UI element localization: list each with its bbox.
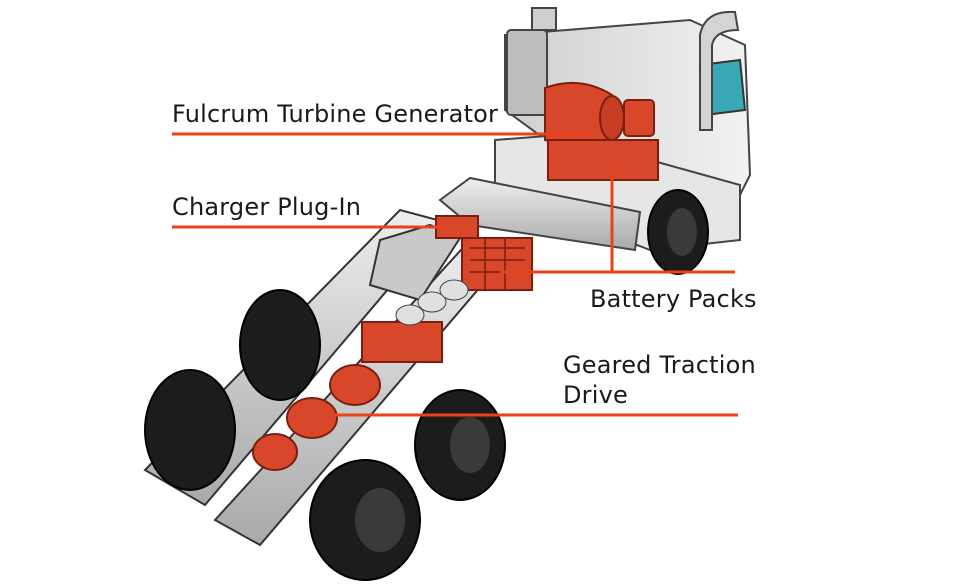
callout-label-line-1: Geared Traction	[563, 351, 756, 379]
callout-label-geared-traction-drive: Geared Traction Drive	[563, 350, 756, 410]
turbine-generator	[544, 81, 659, 181]
callout-lines	[172, 132, 738, 417]
callout-label-line-2: Drive	[563, 381, 628, 409]
geared-traction-drive	[252, 364, 381, 471]
front-wheels	[647, 189, 709, 275]
callout-label-charger-plug-in: Charger Plug-In	[172, 193, 362, 221]
rear-wheels	[144, 289, 506, 581]
callout-label-battery-packs: Battery Packs	[590, 285, 757, 313]
battery-packs	[361, 237, 533, 363]
tank-cylinders	[395, 279, 469, 326]
callout-label-turbine-generator: Fulcrum Turbine Generator	[172, 100, 499, 128]
